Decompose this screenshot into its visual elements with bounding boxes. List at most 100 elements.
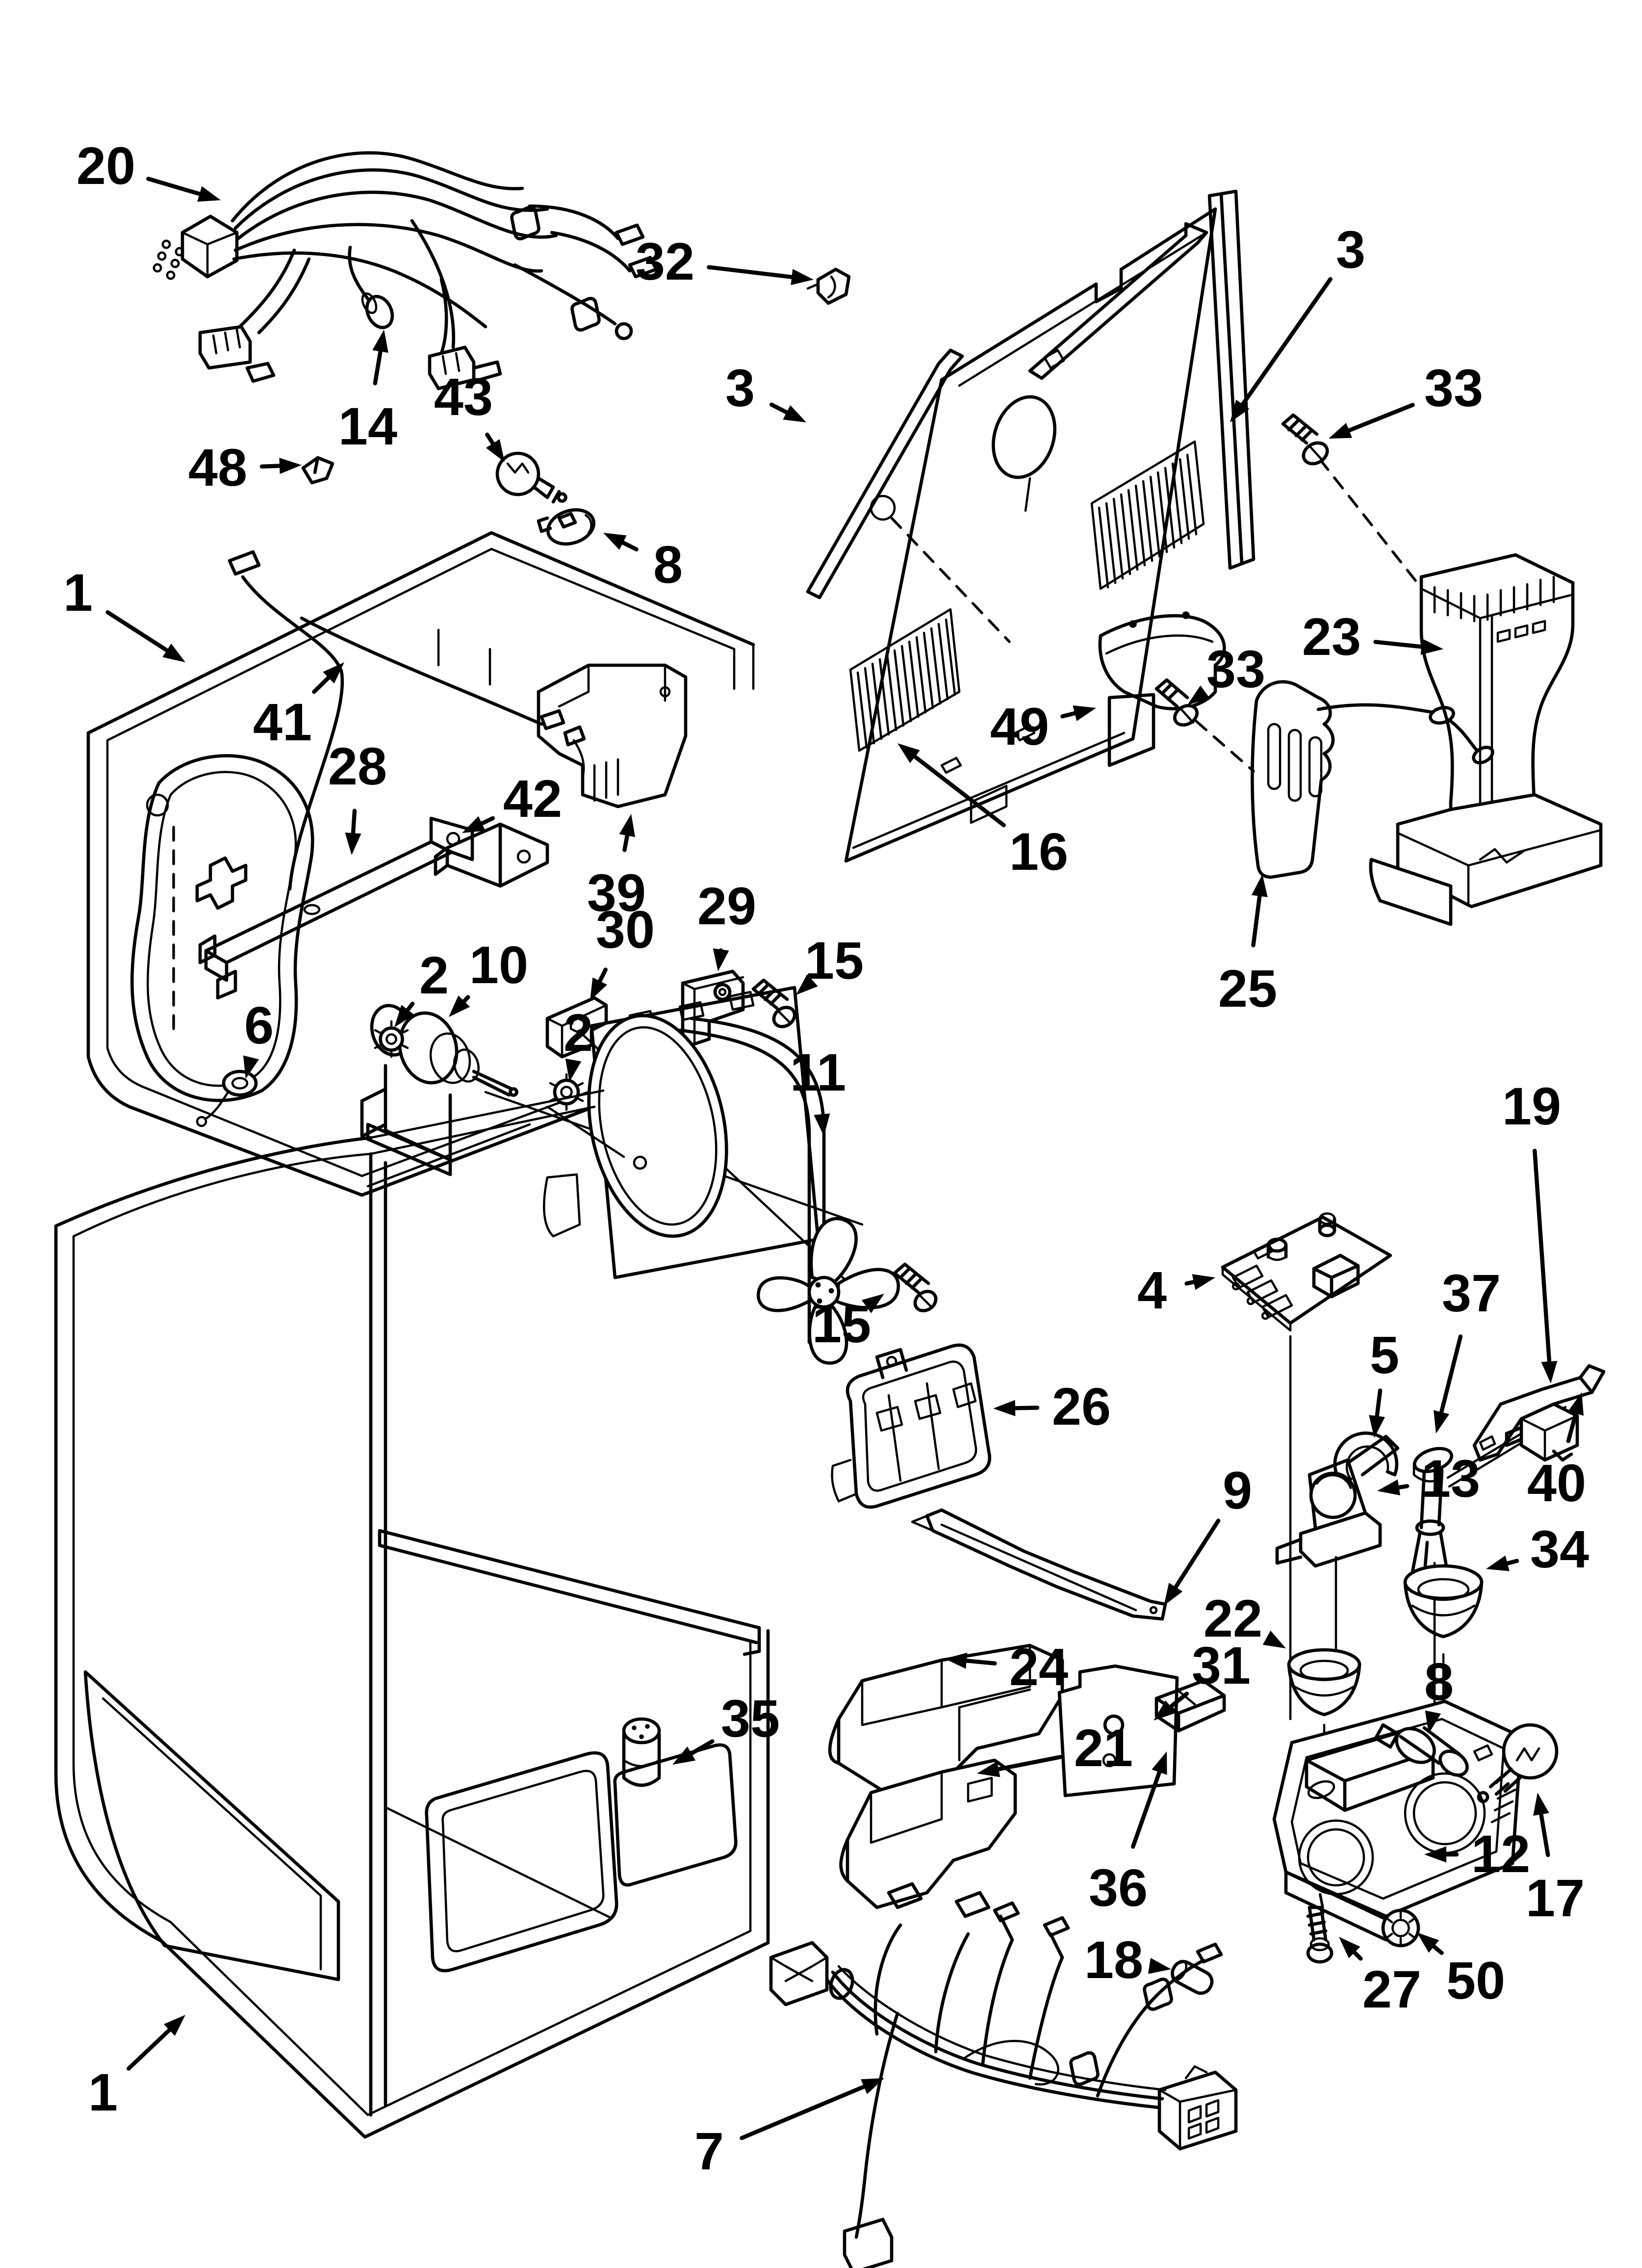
- part-19-clip: [1505, 1402, 1579, 1462]
- callout-11: 11: [790, 1043, 846, 1136]
- callout-leader-line: [1373, 640, 1428, 650]
- callout-number: 33: [1424, 358, 1483, 417]
- callout-number: 28: [328, 736, 387, 796]
- callout-number: 29: [697, 876, 756, 936]
- part-31-plate: [1057, 1664, 1179, 1798]
- callout-number: 1: [63, 563, 93, 622]
- part-2-nut-a: [374, 1020, 409, 1058]
- callout-leader-line: [685, 1739, 715, 1758]
- callout-42: 42: [462, 769, 562, 833]
- part-2-nut-b: [549, 1073, 584, 1111]
- callout-arrowhead: [243, 1055, 259, 1079]
- callout-arrowhead: [163, 2015, 185, 2036]
- callout-number: 14: [338, 396, 397, 456]
- callout-19: 19: [1502, 1076, 1561, 1383]
- part-21-cover: [839, 1758, 1017, 1909]
- part-27-screw: [1306, 1905, 1334, 1964]
- callout-arrowhead: [1486, 1555, 1510, 1571]
- callout-leader-line: [146, 177, 206, 198]
- callout-20: 20: [77, 136, 221, 202]
- part-6-grommet: [196, 1069, 258, 1127]
- callout-arrowhead: [1148, 1957, 1171, 1974]
- callout-arrowhead: [898, 743, 920, 763]
- callout-leader-line: [1130, 1766, 1163, 1849]
- callout-arrowhead: [1154, 1700, 1176, 1721]
- callout-48: 48: [188, 438, 302, 497]
- callout-arrowhead: [672, 1747, 696, 1765]
- part-49-air-deflector: [1098, 611, 1226, 767]
- callout-number: 9: [1223, 1460, 1252, 1520]
- callout-32: 32: [636, 232, 814, 291]
- callout-leader-line: [1171, 1518, 1221, 1593]
- part-33-screw-mid: [1155, 678, 1199, 727]
- callout-number: 15: [812, 1294, 871, 1354]
- callout-leader-line: [909, 752, 1006, 828]
- callout-arrowhead: [814, 1113, 830, 1136]
- callout-arrowhead: [1152, 1751, 1167, 1775]
- callout-leader-line: [740, 2083, 871, 2140]
- callout-17: 17: [1526, 1793, 1585, 1928]
- callout-number: 8: [653, 535, 683, 594]
- callout-arrowhead: [1417, 1932, 1439, 1953]
- callout-23: 23: [1302, 607, 1443, 666]
- callout-number: 12: [1471, 1824, 1530, 1883]
- callout-36: 36: [1089, 1751, 1167, 1917]
- callout-arrowhead: [449, 995, 470, 1017]
- callout-39: 39: [587, 814, 646, 922]
- callout-24: 24: [945, 1637, 1068, 1696]
- callout-number: 2: [419, 945, 449, 1005]
- callout-2: 2: [564, 1003, 593, 1082]
- callout-number: 24: [1009, 1637, 1068, 1696]
- callout-number: 32: [636, 232, 694, 291]
- callout-28: 28: [328, 736, 387, 855]
- callout-arrowhead: [1541, 1360, 1558, 1383]
- callout-arrowhead: [1339, 1937, 1360, 1958]
- callout-number: 20: [77, 136, 135, 195]
- callout-number: 19: [1502, 1076, 1561, 1136]
- part-11-fan-blade: [757, 1217, 900, 1365]
- callout-arrowhead: [1420, 638, 1443, 655]
- callout-number: 33: [1206, 639, 1265, 699]
- callout-number: 10: [469, 935, 528, 994]
- part-33-screw-top: [1281, 413, 1329, 466]
- callout-9: 9: [1164, 1460, 1252, 1606]
- callout-number: 1: [88, 2062, 118, 2122]
- part-20-wire-harness-upper: [153, 151, 658, 391]
- callout-number: 36: [1089, 1858, 1148, 1917]
- callout-number: 39: [587, 863, 646, 922]
- callout-arrowhead: [1434, 1410, 1450, 1434]
- callout-number: 25: [1218, 959, 1277, 1018]
- callout-leader-line: [1538, 1808, 1550, 1857]
- part-3-trim-right: [1207, 189, 1256, 570]
- callout-number: 3: [1336, 220, 1365, 279]
- callout-37: 37: [1434, 1263, 1501, 1434]
- callout-33: 33: [1329, 358, 1483, 439]
- callout-arrowhead: [945, 1652, 968, 1669]
- callout-12: 12: [1424, 1824, 1530, 1883]
- callout-number: 4: [1137, 1260, 1167, 1320]
- part-13-bracket: [1275, 1434, 1400, 1568]
- callout-number: 23: [1302, 607, 1361, 666]
- callout-leader-line: [105, 610, 173, 655]
- callout-arrowhead: [565, 1058, 582, 1082]
- callout-number: 37: [1442, 1263, 1501, 1323]
- callout-arrowhead: [486, 439, 505, 462]
- callout-arrowhead: [1251, 874, 1268, 897]
- callout-43: 43: [434, 367, 505, 462]
- callout-leader-line: [1251, 889, 1262, 947]
- callout-number: 15: [805, 931, 864, 990]
- callout-number: 7: [694, 2121, 724, 2181]
- callout-5: 5: [1369, 1325, 1399, 1438]
- callout-number: 21: [1074, 1718, 1133, 1777]
- callout-21: 21: [977, 1718, 1133, 1777]
- callout-3: 3: [725, 358, 806, 422]
- callout-number: 27: [1362, 1959, 1421, 2019]
- callout-3: 3: [1230, 220, 1365, 422]
- part-3-trim-top: [1028, 222, 1208, 380]
- callout-number: 2: [564, 1003, 593, 1062]
- callout-18: 18: [1084, 1930, 1171, 1989]
- callout-arrowhead: [977, 1761, 1001, 1777]
